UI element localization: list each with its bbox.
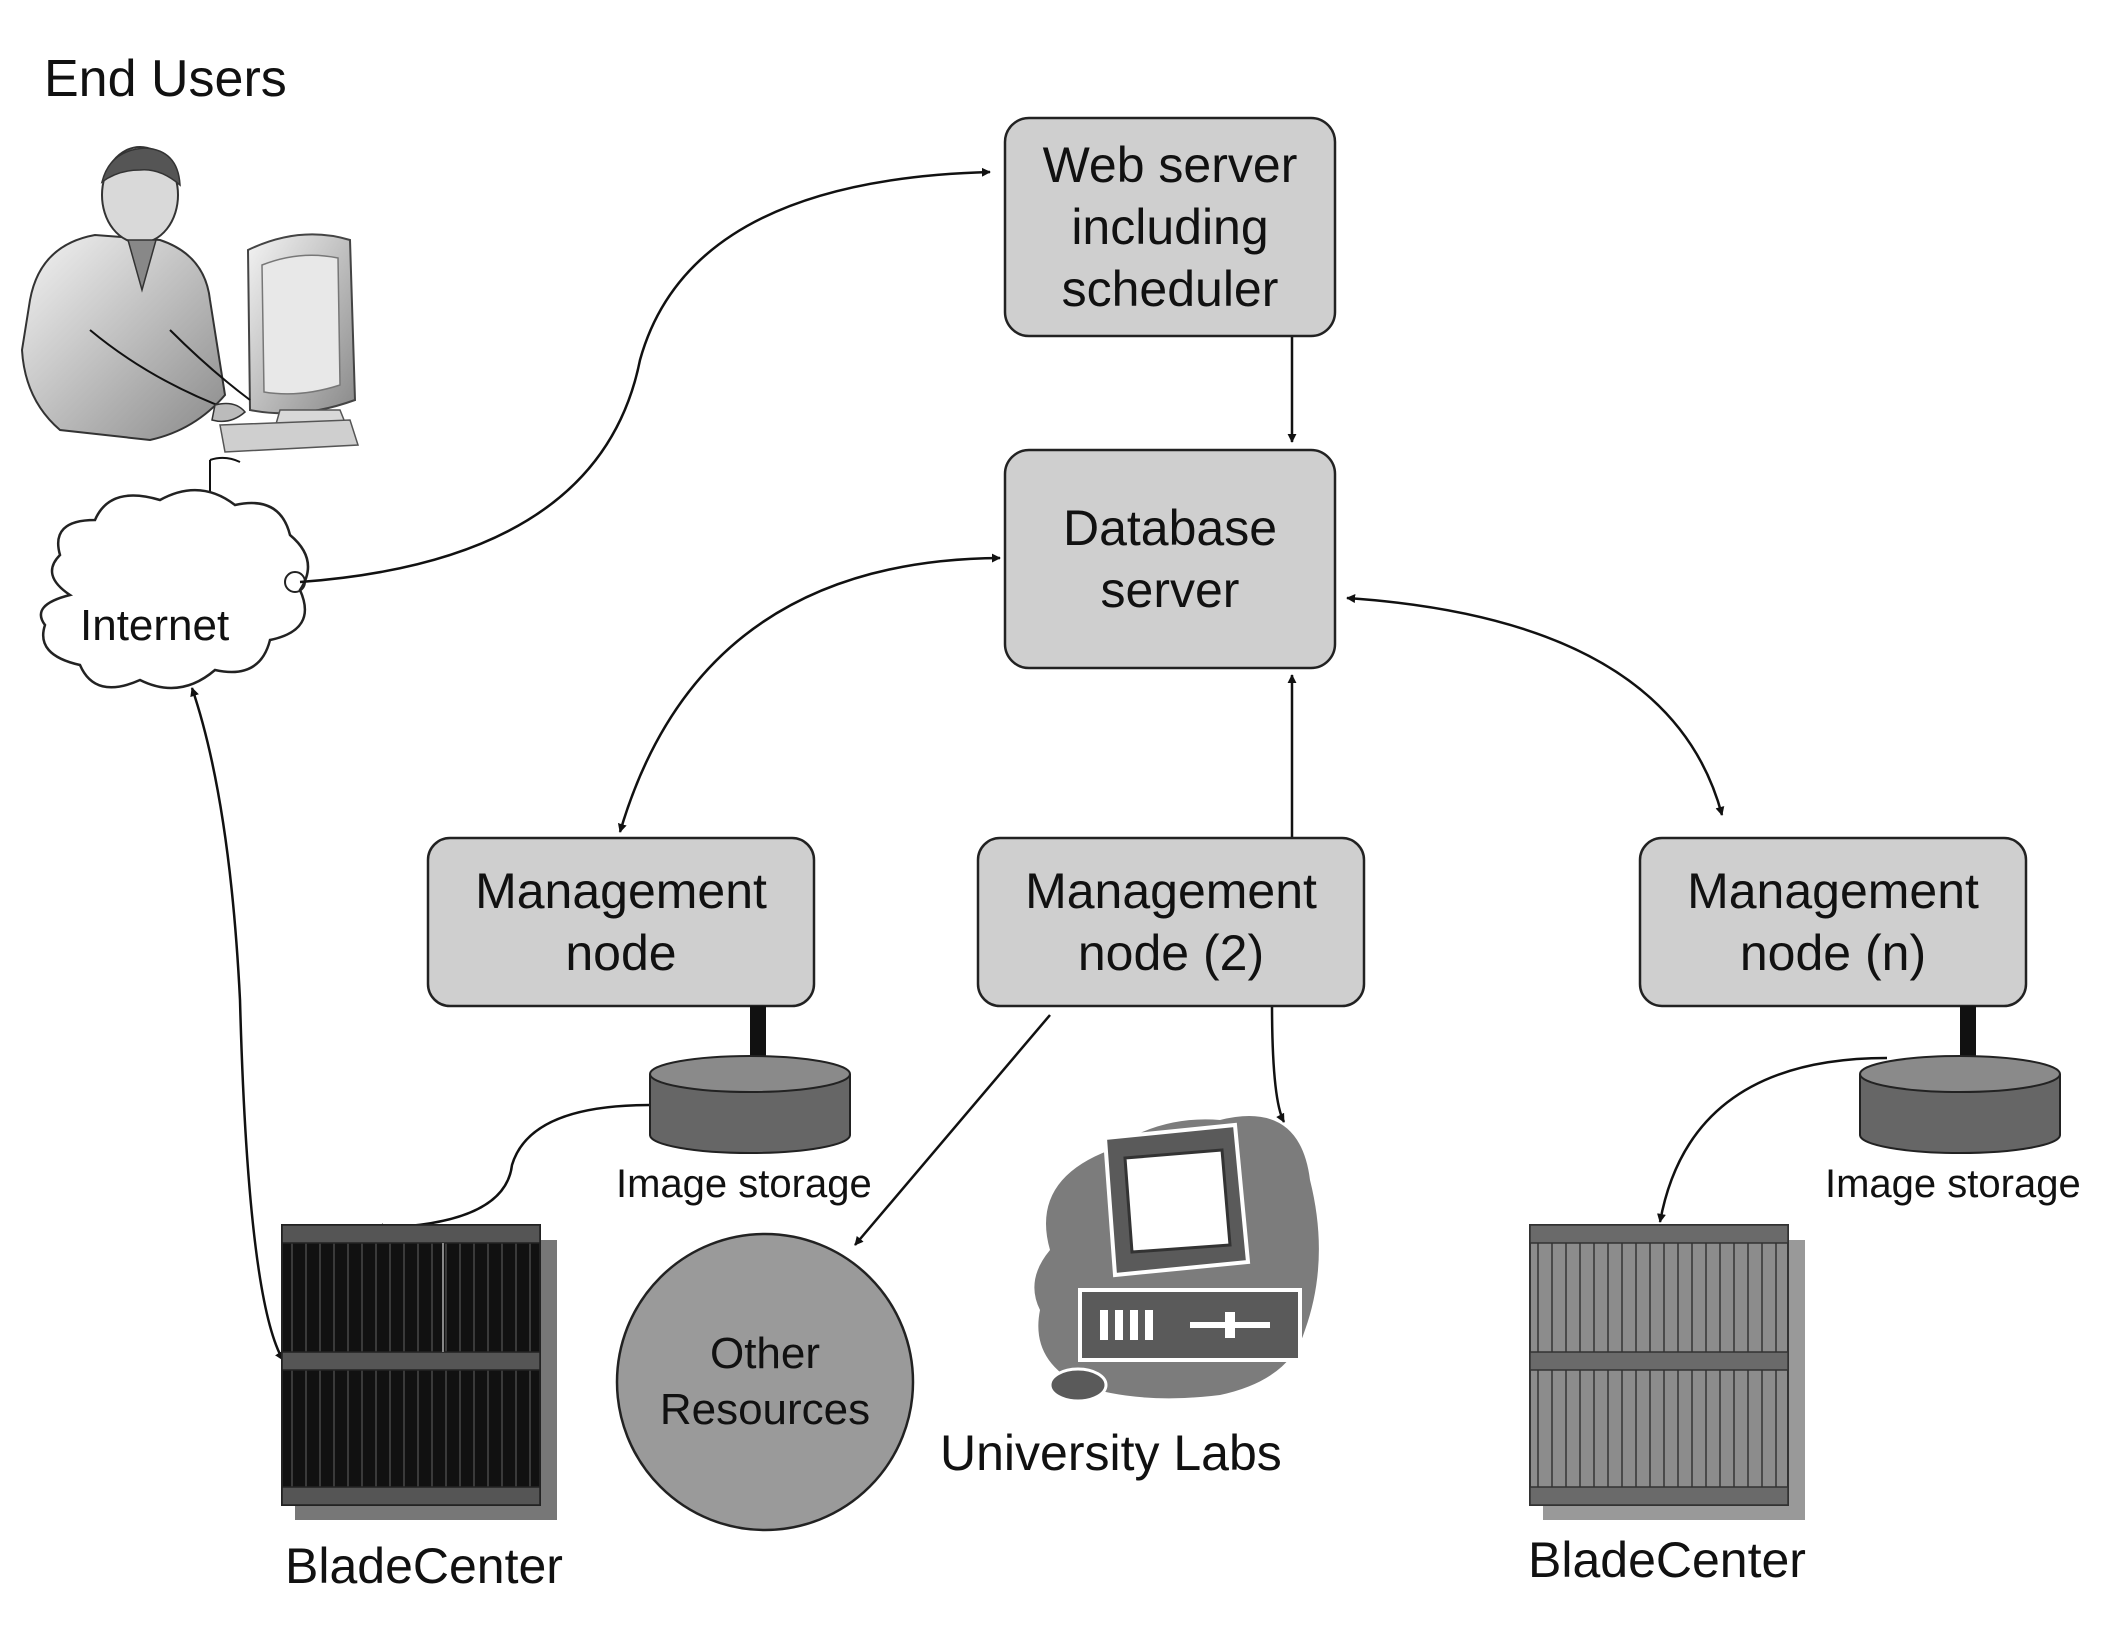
connector-internet-webserver — [299, 167, 991, 584]
database-server-node: Database server — [1003, 448, 1337, 670]
management-node-n-line2: node (n) — [1740, 925, 1926, 981]
management-node-1: Management node — [426, 836, 816, 1008]
image-storage-right-label: Image storage — [1825, 1162, 2081, 1206]
management-node-n-line1: Management — [1687, 863, 1979, 919]
management-node-1-line2: node — [565, 925, 676, 981]
server-rack-icon — [1529, 1224, 1805, 1520]
connector-storage-bladecenter-left — [374, 1103, 651, 1233]
bladecenter-right-label: BladeCenter — [1528, 1532, 1806, 1588]
management-node-2: Management node (2) — [976, 836, 1366, 1008]
connector-storage-bladecenter-right — [1657, 1056, 1888, 1223]
bladecenter-left-label: BladeCenter — [285, 1538, 563, 1594]
database-server-line1: Database — [1063, 500, 1277, 556]
other-resources-line2: Resources — [660, 1385, 870, 1434]
person-at-computer-icon — [20, 146, 360, 535]
other-resources-node: Other Resources — [615, 1232, 915, 1532]
other-resources-line1: Other — [710, 1329, 820, 1378]
connector-database-mgmtn — [1346, 594, 1725, 816]
university-labs-label: University Labs — [940, 1425, 1282, 1481]
connector-mgmt2-otherresources — [854, 1014, 1051, 1246]
management-node-2-line2: node (2) — [1078, 925, 1264, 981]
web-server-node: Web server including scheduler — [1003, 116, 1337, 338]
desktop-computer-icon — [1034, 1116, 1319, 1403]
server-rack-icon — [281, 1224, 557, 1520]
web-server-line1: Web server — [1043, 137, 1298, 193]
cloud-icon — [39, 488, 310, 690]
management-node-1-line1: Management — [475, 863, 767, 919]
connectors — [190, 167, 1888, 1361]
image-storage-left-label: Image storage — [616, 1162, 872, 1206]
management-node-2-line1: Management — [1025, 863, 1317, 919]
connector-internet-bladecenter — [190, 687, 285, 1361]
connector-database-mgmt1 — [617, 553, 1001, 833]
management-node-n: Management node (n) — [1638, 836, 2028, 1008]
disk-storage-icon — [1859, 1006, 2061, 1154]
web-server-line3: scheduler — [1062, 261, 1279, 317]
web-server-line2: including — [1071, 199, 1268, 255]
end-users-label: End Users — [44, 50, 287, 108]
connector-mgmt2-labs — [1270, 1002, 1286, 1123]
database-server-line2: server — [1101, 562, 1240, 618]
disk-storage-icon — [649, 1006, 851, 1154]
internet-label: Internet — [80, 601, 229, 650]
